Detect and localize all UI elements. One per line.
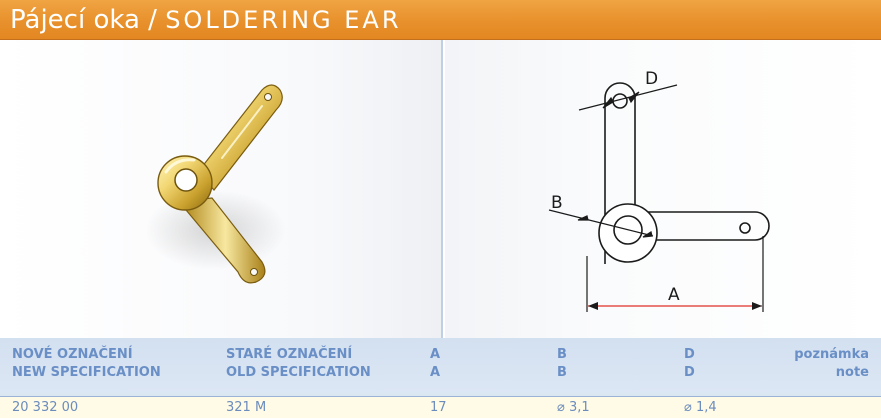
table-row: 20 332 00 321 M 17 ⌀ 3,1 ⌀ 1,4 bbox=[0, 396, 881, 418]
title-czech: Pájecí oka bbox=[10, 5, 140, 35]
cell-d: ⌀ 1,4 bbox=[684, 400, 717, 415]
column-header-a: A A bbox=[430, 346, 440, 382]
column-header-note: poznámka note bbox=[794, 346, 869, 382]
column-header-en: NEW SPECIFICATION bbox=[12, 365, 161, 380]
technical-drawing: D B A bbox=[548, 69, 770, 312]
column-header-en: OLD SPECIFICATION bbox=[226, 365, 371, 380]
column-header-cz: poznámka bbox=[794, 347, 869, 362]
label-a: A bbox=[668, 285, 680, 305]
column-header-en: note bbox=[835, 365, 869, 380]
soldering-ear-photo bbox=[145, 84, 285, 284]
column-header-new-spec: NOVÉ OZNAČENÍ NEW SPECIFICATION bbox=[12, 346, 161, 382]
column-header-old-spec: STARÉ OZNAČENÍ OLD SPECIFICATION bbox=[226, 346, 371, 382]
label-b: B bbox=[551, 193, 563, 213]
column-header-cz: NOVÉ OZNAČENÍ bbox=[12, 347, 133, 362]
title-english: SOLDERING EAR bbox=[165, 6, 402, 34]
cell-a: 17 bbox=[430, 400, 447, 415]
technical-drawing-panel: D B A bbox=[445, 40, 881, 338]
product-photo-panel bbox=[0, 40, 443, 338]
table-header-row: NOVÉ OZNAČENÍ NEW SPECIFICATION STARÉ OZ… bbox=[0, 338, 881, 394]
page-title: Pájecí oka / SOLDERING EAR bbox=[10, 3, 402, 37]
title-separator: / bbox=[139, 5, 166, 35]
header-bar: Pájecí oka / SOLDERING EAR bbox=[0, 0, 881, 40]
specification-table: NOVÉ OZNAČENÍ NEW SPECIFICATION STARÉ OZ… bbox=[0, 338, 881, 418]
column-header-b: B B bbox=[557, 346, 567, 382]
column-header-d: D D bbox=[684, 346, 695, 382]
column-header-en: B bbox=[557, 365, 567, 380]
column-header-cz: D bbox=[684, 347, 695, 362]
cell-old-spec: 321 M bbox=[226, 400, 267, 415]
column-header-cz: A bbox=[430, 347, 441, 362]
column-header-en: D bbox=[684, 365, 695, 380]
cell-b: ⌀ 3,1 bbox=[557, 400, 590, 415]
column-header-cz: B bbox=[557, 347, 567, 362]
column-header-en: A bbox=[430, 365, 441, 380]
cell-new-spec: 20 332 00 bbox=[12, 400, 79, 415]
column-header-cz: STARÉ OZNAČENÍ bbox=[226, 347, 353, 362]
label-d: D bbox=[645, 69, 658, 89]
